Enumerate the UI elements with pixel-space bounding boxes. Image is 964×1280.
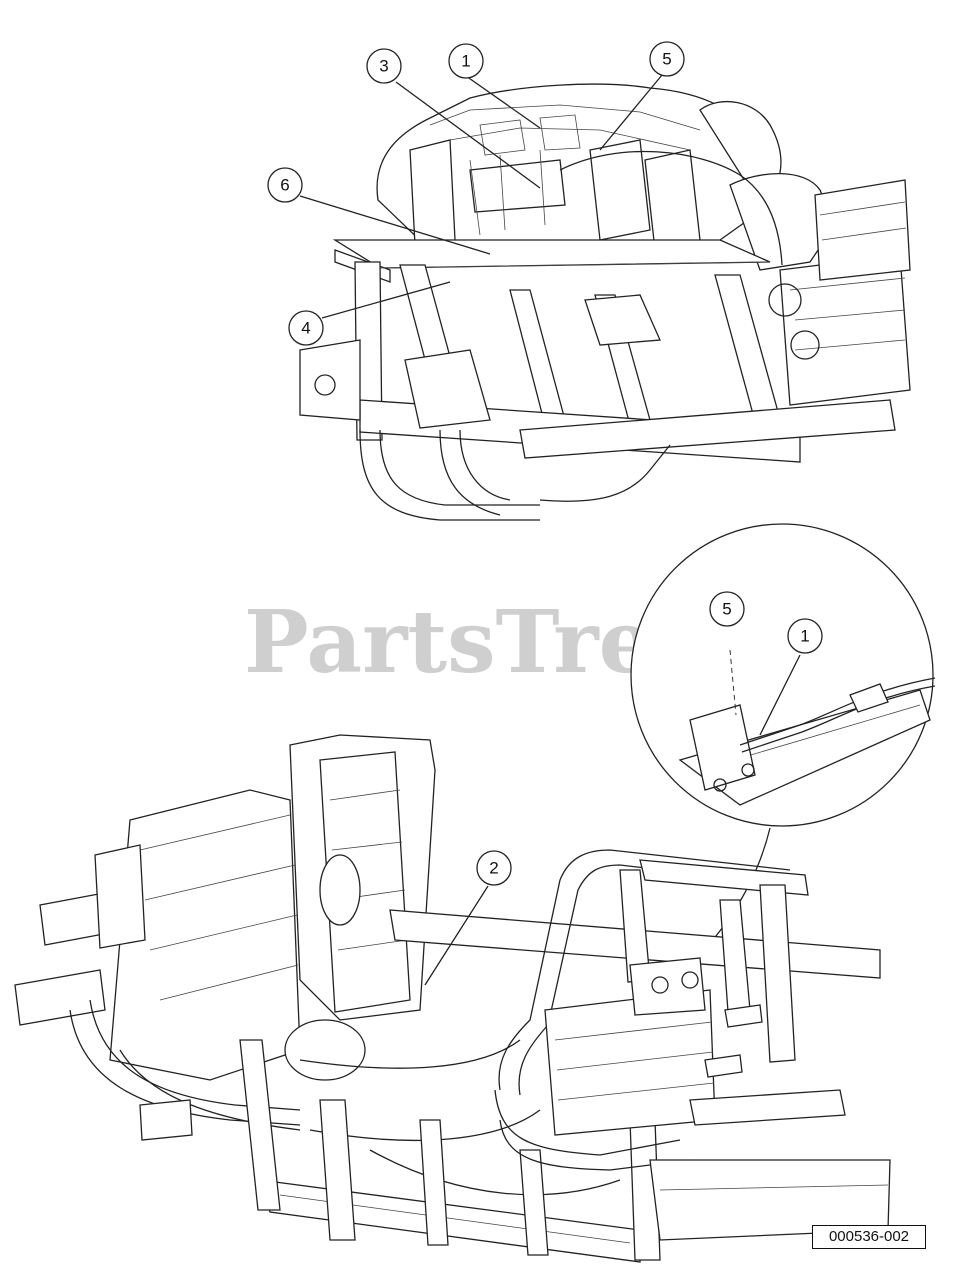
svg-text:5: 5 xyxy=(722,600,731,619)
callout-1: 1 xyxy=(448,43,484,79)
leader-top-6 xyxy=(299,195,491,255)
leader-top-3 xyxy=(395,81,541,189)
detail-view xyxy=(630,523,936,827)
svg-text:2: 2 xyxy=(489,859,498,878)
svg-text:5: 5 xyxy=(662,50,671,69)
bottom-assembly-illustration xyxy=(14,734,891,1263)
leader-detail-1 xyxy=(759,654,801,736)
callout-2: 2 xyxy=(476,850,512,886)
callout-5: 5 xyxy=(649,41,685,77)
leader-top-4 xyxy=(321,281,451,319)
top-assembly-illustration xyxy=(299,83,911,521)
detail-callout-5: 5 xyxy=(709,591,745,627)
callout-3: 3 xyxy=(366,48,402,84)
leader-detail-5 xyxy=(729,649,737,716)
callout-6: 6 xyxy=(267,167,303,203)
leader-top-1 xyxy=(465,75,541,129)
leader-top-5 xyxy=(599,74,663,151)
callout-4: 4 xyxy=(288,310,324,346)
reference-code-label: 000536-002 xyxy=(812,1225,926,1249)
detail-callout-1: 1 xyxy=(787,618,823,654)
svg-text:1: 1 xyxy=(461,52,470,71)
svg-text:1: 1 xyxy=(800,627,809,646)
svg-text:4: 4 xyxy=(301,319,310,338)
leader-bottom-2 xyxy=(424,885,489,986)
svg-text:6: 6 xyxy=(280,176,289,195)
svg-text:3: 3 xyxy=(379,57,388,76)
